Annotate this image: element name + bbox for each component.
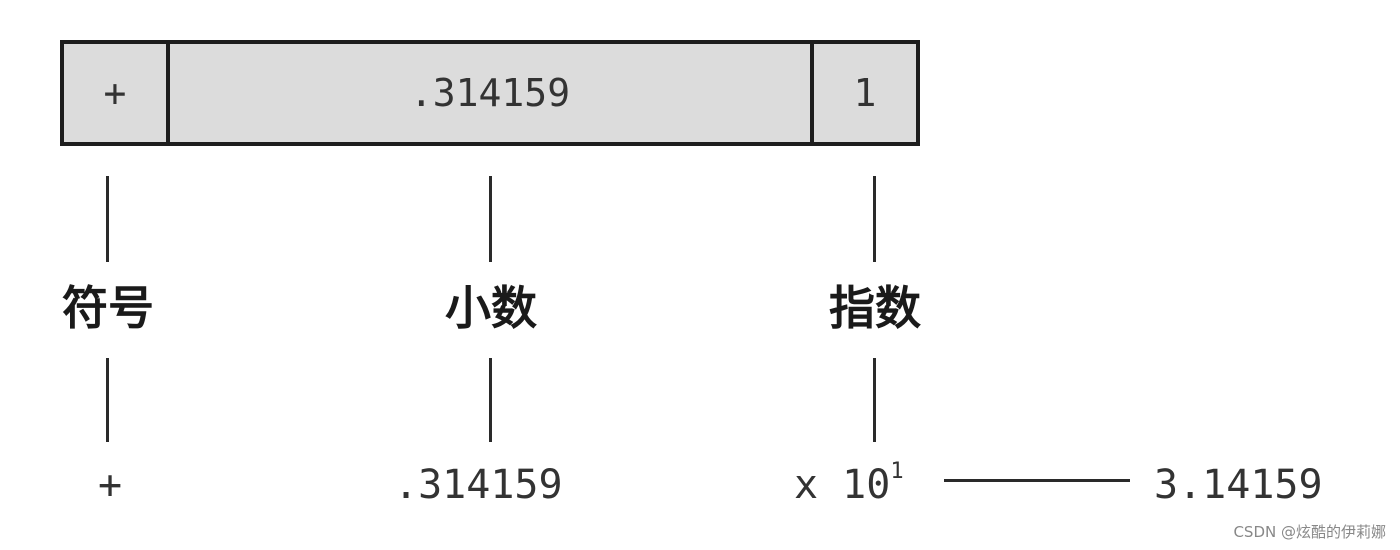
fraction-connector-bottom [489,358,492,442]
exponent-cell-value: 1 [853,71,877,115]
watermark: CSDN @炫酷的伊莉娜 [1233,523,1386,541]
sign-connector-bottom [106,358,109,442]
sign-cell: + [60,40,170,146]
exponent-value-base: x 10 [794,462,891,508]
sign-label: 符号 [62,281,154,335]
fraction-cell-value: .314159 [409,71,571,115]
fraction-connector-top [489,176,492,262]
fraction-cell: .314159 [166,40,814,146]
fraction-value: .314159 [394,462,563,508]
sign-connector-top [106,176,109,262]
exponent-connector-bottom [873,358,876,442]
exponent-cell: 1 [810,40,920,146]
exponent-connector-top [873,176,876,262]
sign-cell-value: + [103,71,127,115]
result-value: 3.14159 [1154,462,1323,508]
sign-value: + [98,462,123,508]
result-connector [944,479,1130,482]
exponent-label: 指数 [829,281,921,335]
exponent-value-power: 1 [890,458,904,484]
exponent-value: x 101 [794,458,904,508]
fraction-label: 小数 [445,281,537,335]
